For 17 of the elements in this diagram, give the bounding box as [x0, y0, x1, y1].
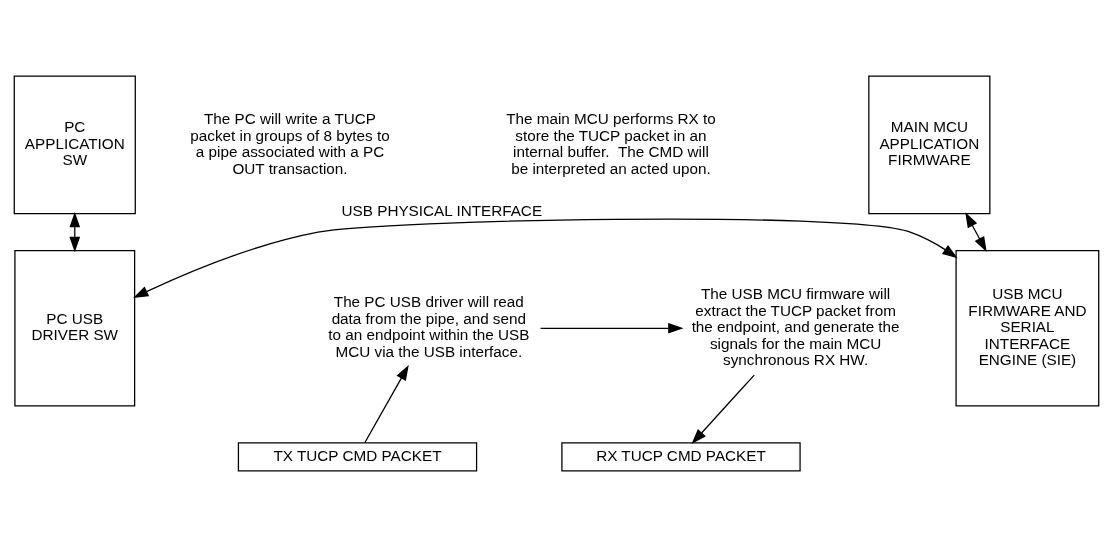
edge-label: USB PHYSICAL INTERFACE — [341, 201, 543, 219]
node-box: RX TUCP CMD PACKET — [561, 441, 801, 472]
arrow — [691, 373, 755, 444]
node-text: The USB MCU firmware will extract the TUCP packet from the endpoint, and generate the signals for the main MCU synchronous RX HW. — [691, 284, 900, 368]
node-text: The PC USB driver will read data from the pipe, and send to an endpoint within the USB MCU via the USB interface. — [328, 292, 530, 360]
label: The PC will write a TUCP packet in groups of 8 bytes to a pipe associated with a PC OUT transaction. — [190, 109, 390, 177]
node-box: MAIN MCU APPLICATION FIRMWARE — [868, 74, 991, 214]
node-box: USB MCU FIRMWARE AND SERIAL INTERFACE ENGINE (SIE) — [955, 249, 1100, 407]
node-box: PC APPLICATION SW — [13, 74, 136, 214]
node-box: TX TUCP CMD PACKET — [237, 441, 478, 472]
label: The main MCU performs RX to store the TUCP packet in an internal buffer. The CMD will be interpreted an acted upon. — [506, 109, 716, 177]
arrow — [364, 364, 409, 443]
arrow — [133, 217, 958, 298]
arrow — [539, 322, 684, 334]
arrow — [965, 211, 987, 252]
node-box: PC USB DRIVER SW — [14, 249, 136, 407]
arrow — [69, 211, 81, 252]
